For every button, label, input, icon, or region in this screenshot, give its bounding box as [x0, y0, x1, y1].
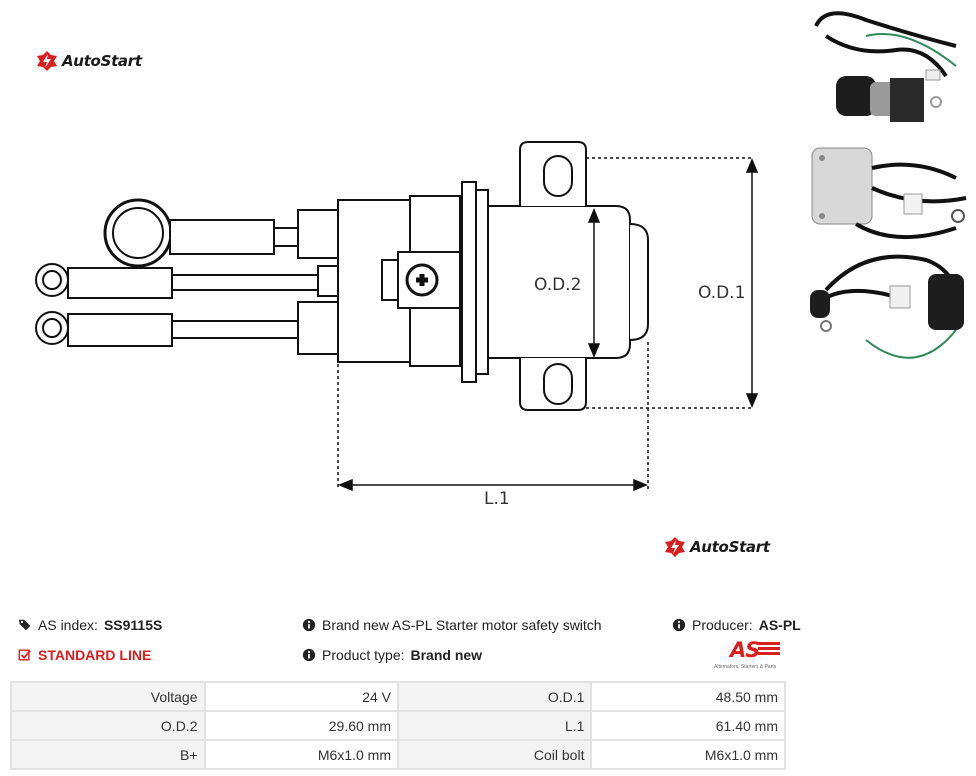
- producer-value: AS-PL: [758, 617, 801, 633]
- spec-value: 24 V: [203, 681, 399, 712]
- tags-icon: [18, 619, 31, 631]
- info-icon: [302, 618, 316, 632]
- spec-key: O.D.1: [396, 681, 593, 712]
- table-row: B+ M6x1.0 mm Coil bolt M6x1.0 mm: [10, 739, 786, 770]
- info-icon: [672, 618, 686, 632]
- as-index-value: SS9115S: [103, 617, 163, 633]
- checkbox-edit-icon: [18, 649, 31, 661]
- spec-value: M6x1.0 mm: [590, 739, 786, 770]
- product-type-value: Brand new: [410, 647, 483, 663]
- spec-value: 48.50 mm: [590, 681, 786, 712]
- producer-logo-mark: AS: [730, 638, 760, 662]
- table-row: O.D.2 29.60 mm L.1 61.40 mm: [10, 710, 786, 741]
- spec-key: Coil bolt: [396, 739, 593, 770]
- brand-logo: AutoStart: [36, 50, 142, 72]
- as-index-label: AS index:: [38, 617, 98, 633]
- standard-line-badge: STANDARD LINE: [18, 647, 151, 663]
- dim-label-od2: O.D.2: [534, 275, 581, 295]
- product-description-text: Brand new AS-PL Starter motor safety swi…: [322, 617, 602, 633]
- brand-logo-secondary: AutoStart: [664, 536, 770, 558]
- technical-drawing: O.D.1 O.D.2 L.1: [35, 141, 759, 509]
- product-type-label: Product type:: [322, 647, 405, 663]
- brand-logo-icon: [665, 537, 685, 557]
- producer-logo: AS Alternators, Starters & Parts: [714, 638, 792, 672]
- product-type: Product type: Brand new: [302, 647, 482, 663]
- spec-key: L.1: [396, 710, 593, 741]
- spec-key: Voltage: [10, 681, 206, 712]
- product-description: Brand new AS-PL Starter motor safety swi…: [302, 617, 602, 633]
- producer-label: Producer:: [692, 617, 753, 633]
- product-photo-1[interactable]: [806, 6, 970, 124]
- dim-label-l1: L.1: [484, 489, 510, 509]
- spec-key: B+: [10, 739, 206, 770]
- brand-logo-text: AutoStart: [690, 538, 770, 556]
- info-icon: [302, 648, 316, 662]
- producer-logo-bars: [758, 642, 780, 657]
- product-photo-2[interactable]: [806, 138, 970, 256]
- spec-key: O.D.2: [10, 710, 206, 741]
- spec-value: 61.40 mm: [590, 710, 786, 741]
- specs-table: Voltage 24 V O.D.1 48.50 mm O.D.2 29.60 …: [10, 681, 786, 770]
- brand-logo-text: AutoStart: [62, 52, 142, 70]
- dim-label-od1: O.D.1: [698, 283, 745, 303]
- spec-value: M6x1.0 mm: [203, 739, 399, 770]
- as-index: AS index: SS9115S: [18, 617, 162, 633]
- producer: Producer: AS-PL: [672, 617, 801, 633]
- producer-logo-tagline: Alternators, Starters & Parts: [714, 664, 777, 670]
- standard-line-label: STANDARD LINE: [38, 647, 152, 663]
- spec-value: 29.60 mm: [203, 710, 399, 741]
- product-photo-3[interactable]: [806, 250, 970, 368]
- table-row: Voltage 24 V O.D.1 48.50 mm: [10, 681, 786, 712]
- brand-logo-icon: [37, 51, 57, 71]
